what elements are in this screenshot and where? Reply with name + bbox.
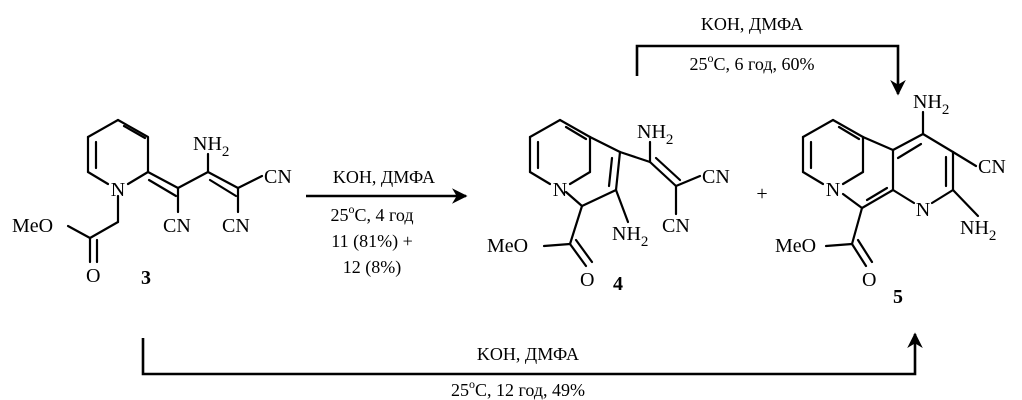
arrow-3-to-5-line (141, 332, 923, 376)
arrow-3-to-4: KOH, ДМФА 25oC, 4 год 11 (81%) + 12 (8%) (306, 167, 468, 278)
c5-n-label-1: N (826, 179, 840, 201)
c3-meo-label: MeO (12, 215, 53, 237)
arrow-3-to-5-reagents: KOH, ДМФА (477, 344, 579, 364)
compound-5-number: 5 (893, 286, 903, 308)
arrow-4-to-5-conditions: 25oC, 6 год, 60% (689, 51, 814, 74)
compound-3-number: 3 (141, 267, 151, 289)
compound-3: N NH2 CN CN CN MeO O 3 (12, 118, 292, 289)
arrow-4-to-5-reagents: KOH, ДМФА (701, 14, 803, 34)
compound-5: N N NH2 CN NH2 MeO O 5 (775, 91, 1006, 308)
c3-cn-label-2: CN (163, 215, 191, 237)
compound-4: N NH2 CN CN NH2 MeO O 4 (487, 118, 730, 295)
c5-meo-label: MeO (775, 235, 816, 257)
c4-o-label: O (580, 269, 594, 291)
arrow-3-to-4-reagents: KOH, ДМФА (333, 167, 435, 187)
c3-cn-label-1: CN (264, 166, 292, 188)
c4-nh2-label-top: NH2 (637, 121, 673, 148)
c3-nh2-label: NH2 (193, 133, 229, 160)
arrow-4-to-5-line (635, 44, 906, 96)
c4-cn-label-1: CN (702, 166, 730, 188)
c3-o-label: O (86, 265, 100, 287)
c5-nh2-label-top: NH2 (913, 91, 949, 118)
c4-n-label: N (553, 179, 567, 201)
c4-meo-label: MeO (487, 235, 528, 257)
c3-n-label: N (111, 179, 125, 201)
c5-nh2-label-bottom: NH2 (960, 217, 996, 244)
arrow-3-to-4-conditions: 25oC, 4 год (330, 202, 413, 225)
compound-4-bonds (528, 118, 702, 268)
c4-cn-label-2: CN (662, 215, 690, 237)
compound-3-bonds (66, 118, 264, 264)
c3-cn-label-3: CN (222, 215, 250, 237)
c5-o-label: O (862, 269, 876, 291)
arrow-3-to-4-line3: 12 (8%) (343, 257, 401, 278)
c5-n-label-2: N (916, 199, 930, 221)
c4-nh2-label-bottom: NH2 (612, 223, 648, 250)
arrow-3-to-5: KOH, ДМФА 25oC, 12 год, 49% (141, 332, 923, 400)
plus-sign: + (756, 183, 767, 205)
arrow-3-to-4-line2: 11 (81%) + (331, 231, 412, 252)
compound-5-bonds (801, 110, 980, 268)
compound-4-number: 4 (613, 273, 623, 295)
c5-cn-label: CN (978, 156, 1006, 178)
arrow-4-to-5: KOH, ДМФА 25oC, 6 год, 60% (635, 14, 906, 96)
arrow-3-to-5-conditions: 25oC, 12 год, 49% (451, 377, 585, 400)
